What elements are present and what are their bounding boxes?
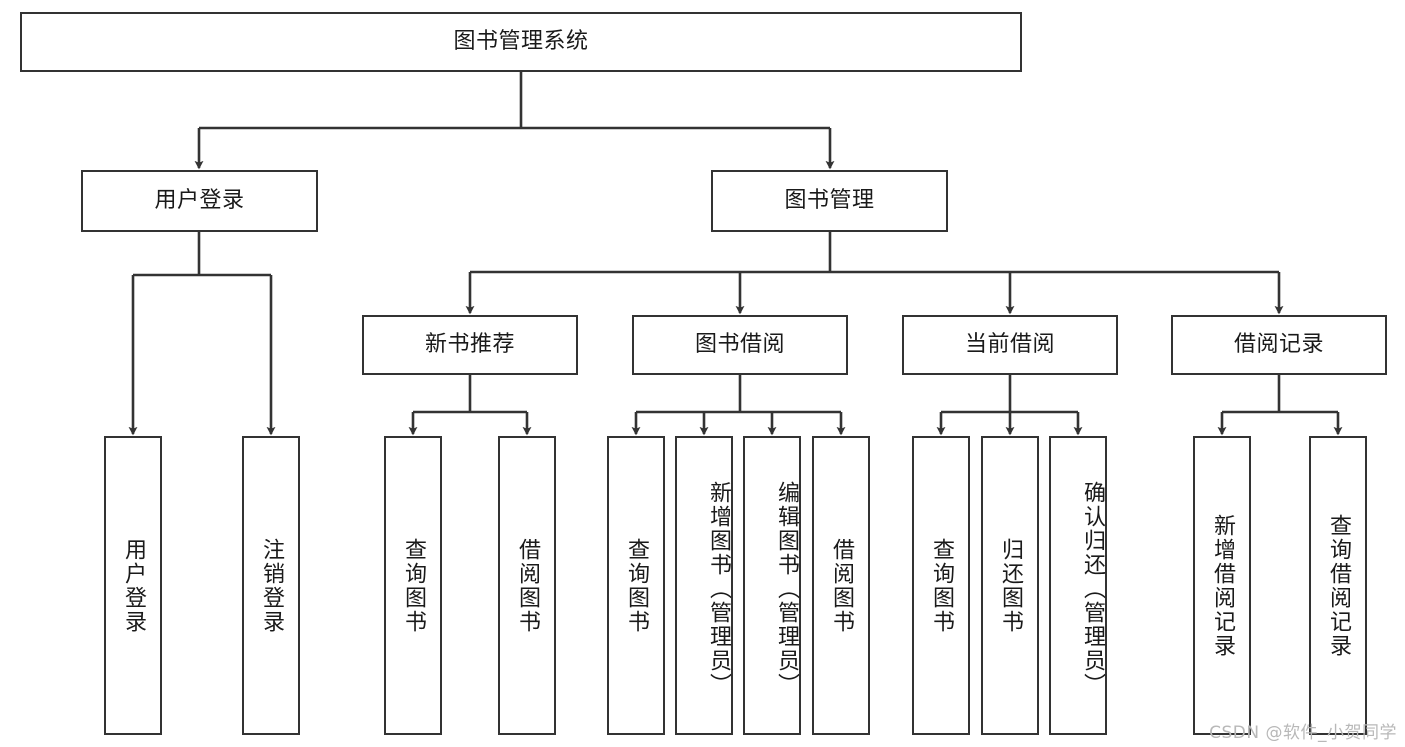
node-leaf-query-book-2-label: 查询图书 <box>623 537 649 634</box>
node-root-system-label: 图书管理系统 <box>453 29 589 55</box>
node-leaf-return-book-label: 归还图书 <box>997 537 1023 634</box>
node-leaf-query-book-1[interactable]: 查询图书 <box>384 436 442 735</box>
node-leaf-borrow-book-2-label: 借阅图书 <box>828 537 854 634</box>
node-root-system[interactable]: 图书管理系统 <box>20 12 1022 72</box>
node-borrow-record[interactable]: 借阅记录 <box>1171 315 1387 375</box>
node-borrow-record-label: 借阅记录 <box>1233 332 1324 358</box>
node-user-login[interactable]: 用户登录 <box>81 170 318 232</box>
node-leaf-query-borrow-record-label: 查询借阅记录 <box>1325 513 1351 658</box>
csdn-watermark: CSDN @软件_小贺同学 <box>1209 723 1397 743</box>
node-leaf-query-borrow-record[interactable]: 查询借阅记录 <box>1309 436 1367 735</box>
node-book-borrow[interactable]: 图书借阅 <box>632 315 848 375</box>
node-book-management[interactable]: 图书管理 <box>711 170 948 232</box>
node-leaf-return-book[interactable]: 归还图书 <box>981 436 1039 735</box>
node-leaf-query-book-3[interactable]: 查询图书 <box>912 436 970 735</box>
node-leaf-confirm-return-admin-label: 确认归还（管理员） <box>1080 480 1105 697</box>
node-current-borrow-label: 当前借阅 <box>964 332 1055 358</box>
node-new-book-recommend[interactable]: 新书推荐 <box>362 315 578 375</box>
node-leaf-borrow-book-1-label: 借阅图书 <box>514 537 540 634</box>
node-leaf-logout-login-label: 注销登录 <box>258 537 284 634</box>
node-user-login-label: 用户登录 <box>154 188 245 214</box>
node-leaf-add-book-admin-label: 新增图书（管理员） <box>706 480 731 697</box>
node-leaf-query-book-3-label: 查询图书 <box>928 537 954 634</box>
node-leaf-query-book-1-label: 查询图书 <box>400 537 426 634</box>
node-book-borrow-label: 图书借阅 <box>694 332 785 358</box>
node-leaf-confirm-return-admin[interactable]: 确认归还（管理员） <box>1049 436 1107 735</box>
node-leaf-user-login-label: 用户登录 <box>120 537 146 634</box>
node-new-book-recommend-label: 新书推荐 <box>424 332 515 358</box>
node-leaf-borrow-book-2[interactable]: 借阅图书 <box>812 436 870 735</box>
node-leaf-logout-login[interactable]: 注销登录 <box>242 436 300 735</box>
node-leaf-borrow-book-1[interactable]: 借阅图书 <box>498 436 556 735</box>
node-leaf-edit-book-admin-label: 编辑图书（管理员） <box>774 480 799 697</box>
node-leaf-edit-book-admin[interactable]: 编辑图书（管理员） <box>743 436 801 735</box>
node-leaf-query-book-2[interactable]: 查询图书 <box>607 436 665 735</box>
node-leaf-add-borrow-record-label: 新增借阅记录 <box>1209 513 1235 658</box>
node-leaf-add-book-admin[interactable]: 新增图书（管理员） <box>675 436 733 735</box>
node-current-borrow[interactable]: 当前借阅 <box>902 315 1118 375</box>
node-leaf-add-borrow-record[interactable]: 新增借阅记录 <box>1193 436 1251 735</box>
node-leaf-user-login[interactable]: 用户登录 <box>104 436 162 735</box>
node-book-management-label: 图书管理 <box>784 188 875 214</box>
